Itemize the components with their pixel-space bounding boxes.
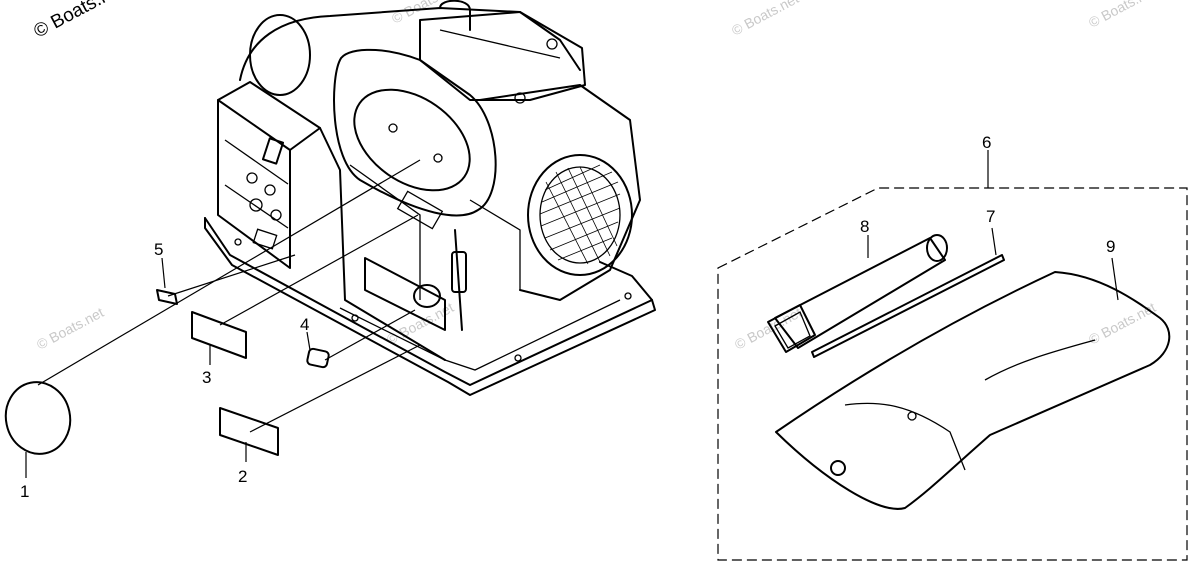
watermark-repeat: © Boats.net	[34, 304, 106, 353]
emblem-part-1	[4, 381, 72, 455]
cap-part-4	[306, 347, 330, 369]
callout-5: 5	[154, 240, 163, 259]
callout-6: 6	[982, 133, 991, 152]
label-part-3	[191, 311, 247, 359]
plug-wrench	[774, 237, 946, 349]
watermark-repeat: © Boats.net	[729, 0, 801, 39]
leader-lines	[25, 159, 421, 478]
callout-4: 4	[300, 315, 309, 334]
callout-3: 3	[202, 368, 211, 387]
callout-2: 2	[238, 467, 247, 486]
tool-bag	[775, 271, 1171, 510]
generator-unit	[204, 0, 656, 396]
tool-kit-boundary	[717, 187, 1188, 561]
callout-labels: 1 2 3 4 5 6 7 8 9	[20, 133, 1115, 501]
watermark-repeat: © Boats.net	[1086, 0, 1158, 31]
watermark-repeat: © Boats.net	[1086, 299, 1158, 348]
label-part-5	[156, 289, 178, 305]
spark-plug	[451, 251, 467, 293]
tool-kit	[717, 150, 1188, 561]
watermark-top-left: © Boats.net	[30, 0, 128, 42]
fan-cover	[527, 154, 633, 276]
callout-7: 7	[986, 207, 995, 226]
label-part-2	[219, 407, 279, 456]
callout-1: 1	[20, 482, 29, 501]
switch-icon	[261, 137, 285, 165]
tommy-bar	[811, 254, 1005, 358]
callout-9: 9	[1106, 237, 1115, 256]
watermark-repeat: © Boats.net	[389, 0, 461, 27]
air-cleaner-cover	[353, 88, 471, 192]
callout-8: 8	[860, 217, 869, 236]
fan-grille	[539, 164, 621, 265]
